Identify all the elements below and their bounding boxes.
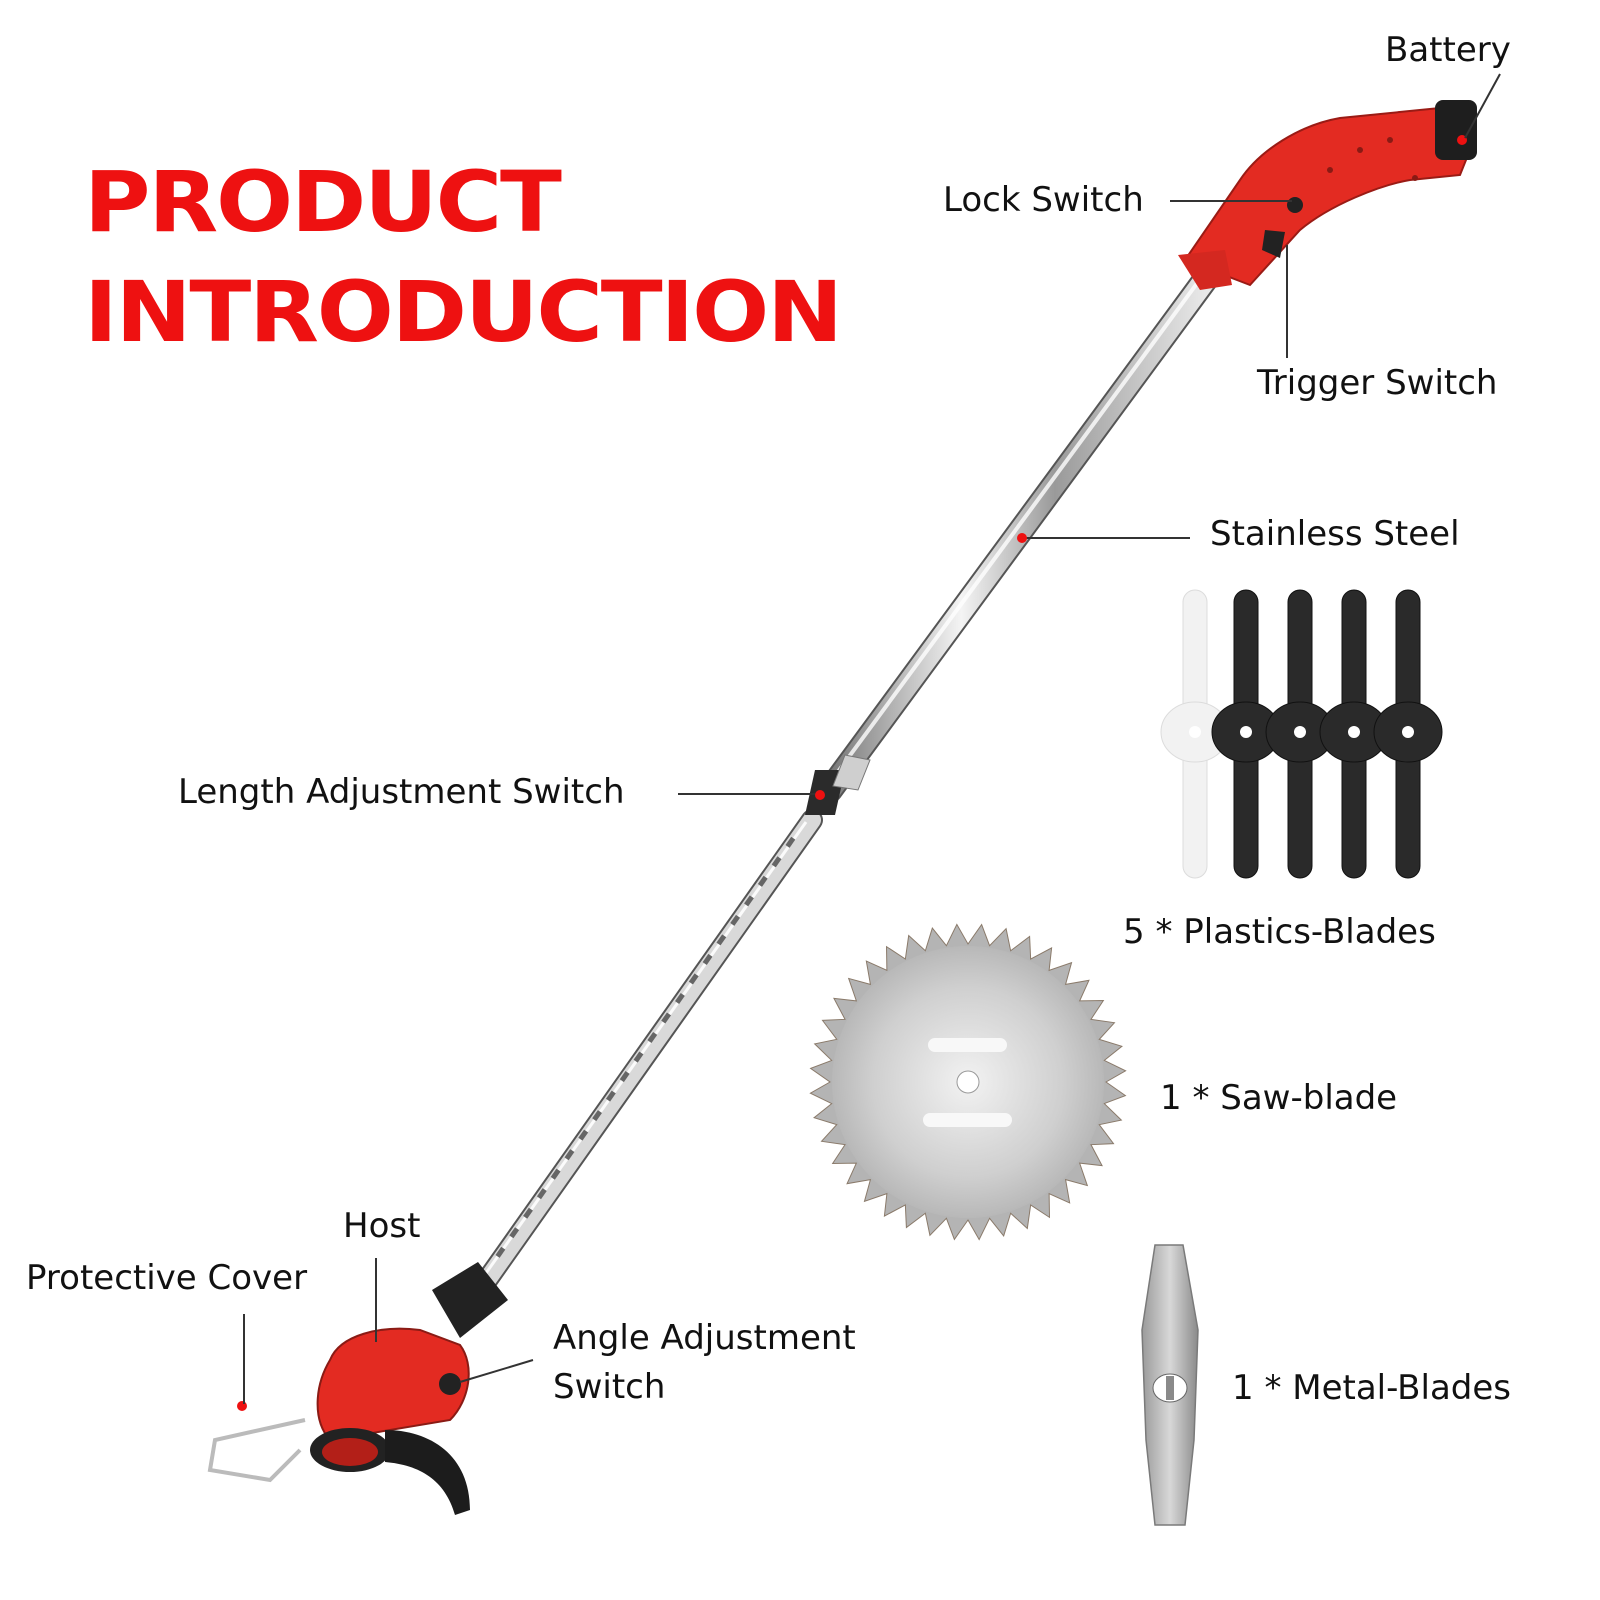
battery-label: Battery	[1385, 30, 1511, 70]
plastic-blade	[1265, 589, 1335, 879]
steel-shaft-lower	[469, 809, 823, 1301]
shaft-notch	[757, 875, 768, 887]
callout-lines	[243, 73, 1501, 1404]
battery-pack	[1435, 100, 1477, 160]
shaft-notch	[633, 1051, 644, 1063]
shaft-notch	[578, 1129, 589, 1141]
trigger	[1262, 230, 1285, 258]
saw-blade-label: 1 * Saw-blade	[1160, 1078, 1398, 1118]
shaft-notch	[647, 1031, 658, 1044]
shaft-notch	[675, 992, 685, 1005]
shaft-notch	[688, 973, 699, 985]
shaft-notch	[661, 1012, 672, 1024]
shaft-notch	[509, 1227, 520, 1239]
stainless-steel-label: Stainless Steel	[1210, 514, 1460, 554]
shaft-notch	[744, 895, 754, 907]
angle-adjustment-label-line1: Angle Adjustment	[553, 1318, 856, 1358]
shaft-notch	[716, 934, 727, 946]
angle-adjustment-label-line2: Switch	[553, 1367, 666, 1407]
shaft-notch	[619, 1071, 630, 1083]
host-label: Host	[343, 1206, 421, 1246]
red-handle	[1178, 100, 1477, 290]
plastic-blade	[1211, 589, 1281, 879]
shaft-notch	[592, 1110, 602, 1122]
trimmer-head	[207, 1262, 508, 1515]
shaft-notch	[495, 1246, 506, 1258]
length-adjustment-collar	[805, 754, 871, 815]
shaft-notch	[550, 1168, 561, 1180]
shaft-notch	[771, 856, 782, 868]
plastic-blades-label: 5 * Plastics-Blades	[1123, 912, 1436, 952]
shaft-notch	[702, 953, 713, 965]
plastic-blade	[1373, 589, 1443, 879]
metal-blades-label: 1 * Metal-Blades	[1232, 1368, 1511, 1408]
plastic-blades-group	[1160, 589, 1443, 879]
title-line-1: PRODUCT	[84, 153, 562, 251]
shaft-notch	[564, 1149, 575, 1161]
saw-blade	[809, 923, 1127, 1241]
trigger-switch-label: Trigger Switch	[1257, 363, 1498, 403]
battery-callout-line	[1464, 73, 1501, 139]
shaft-notch	[605, 1090, 616, 1102]
length-adjustment-label: Length Adjustment Switch	[178, 772, 625, 812]
protective-cover-label: Protective Cover	[26, 1258, 308, 1298]
angle-adjustment-callout-line	[459, 1359, 534, 1383]
shaft-notch	[523, 1207, 533, 1219]
shaft-notch	[536, 1188, 547, 1200]
shaft-notch	[730, 914, 741, 926]
plastic-blade	[1319, 589, 1389, 879]
title-line-2: INTRODUCTION	[84, 263, 843, 361]
metal-blade	[1141, 1244, 1199, 1526]
steel-shaft-upper	[817, 267, 1218, 803]
plastic-blade	[1160, 589, 1230, 879]
lock-switch-label: Lock Switch	[943, 180, 1144, 220]
shaft-notch	[785, 836, 796, 848]
lock-button	[1287, 197, 1303, 213]
length-notches	[495, 836, 796, 1258]
